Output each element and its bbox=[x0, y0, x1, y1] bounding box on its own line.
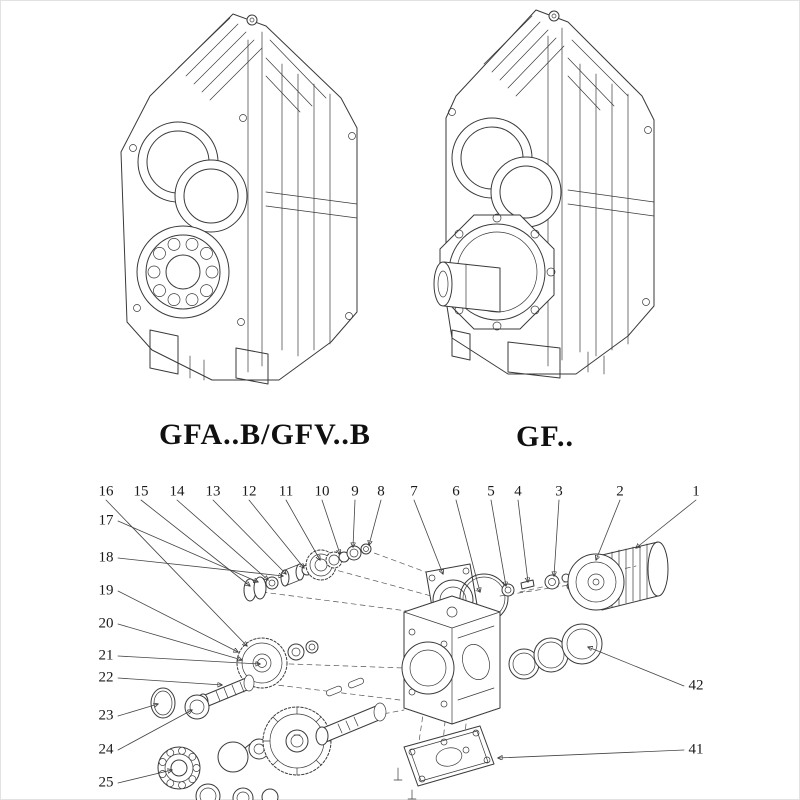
part-number-label: 18 bbox=[98, 549, 114, 566]
part-number-label: 8 bbox=[377, 483, 385, 500]
part-number-label: 3 bbox=[555, 483, 563, 500]
part-number-label: 23 bbox=[98, 707, 114, 724]
part-number-label: 17 bbox=[98, 512, 114, 529]
part-number-label: 24 bbox=[98, 741, 114, 758]
model-caption-left: GFA..B/GFV..B bbox=[159, 418, 371, 451]
part-number-label: 16 bbox=[98, 483, 114, 500]
part-number-label: 12 bbox=[241, 483, 257, 500]
part-number-label: 9 bbox=[351, 483, 359, 500]
leader-lines bbox=[105, 499, 697, 784]
part-number-label: 19 bbox=[98, 582, 114, 599]
part-number-label: 4 bbox=[514, 483, 522, 500]
part-number-label: 1 bbox=[692, 483, 700, 500]
part-number-label: 42 bbox=[688, 677, 704, 694]
part-number-label: 7 bbox=[410, 483, 418, 500]
part-number-label: 22 bbox=[98, 669, 114, 686]
gearbox-left-drawing bbox=[120, 13, 358, 385]
part-number-label: 13 bbox=[205, 483, 221, 500]
part-number-label: 21 bbox=[98, 647, 114, 664]
part-number-label: 2 bbox=[616, 483, 624, 500]
part-number-label: 20 bbox=[98, 615, 114, 632]
part-number-label: 6 bbox=[452, 483, 460, 500]
part-number-label: 14 bbox=[169, 483, 185, 500]
part-number-label: 15 bbox=[133, 483, 149, 500]
part-number-label: 25 bbox=[98, 774, 114, 791]
gearbox-right-drawing bbox=[433, 9, 655, 379]
part-number-label: 5 bbox=[487, 483, 495, 500]
part-number-label: 41 bbox=[688, 741, 704, 758]
part-number-label: 11 bbox=[278, 483, 294, 500]
model-caption-right: GF.. bbox=[516, 420, 574, 453]
exploded-parts-drawing bbox=[150, 541, 669, 800]
part-number-label: 10 bbox=[314, 483, 330, 500]
